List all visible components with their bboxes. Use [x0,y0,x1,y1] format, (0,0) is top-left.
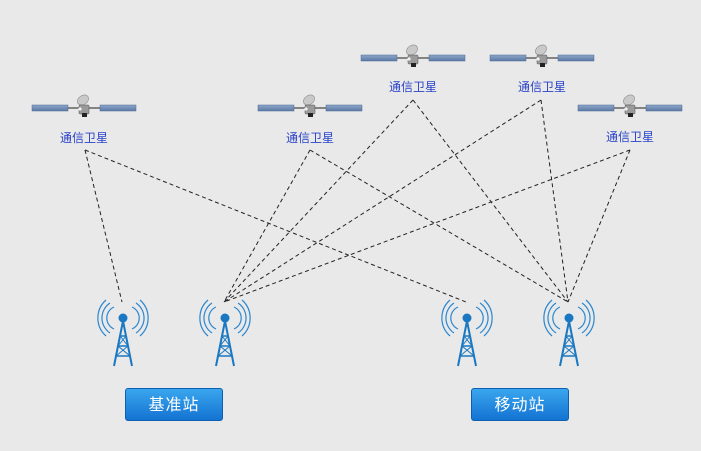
link-line [84,149,123,303]
link-line [223,149,311,303]
satellite-label: 通信卫星 [60,131,108,145]
satellite-4: 通信卫星 [489,42,595,94]
antenna-tower-icon [542,299,596,367]
link-line [309,149,569,303]
satellite-1: 通信卫星 [31,92,137,145]
satellite-icon [360,42,466,68]
satellite-2: 通信卫星 [257,92,363,145]
link-line [540,99,569,303]
satellite-icon [577,92,683,118]
satellite-label: 通信卫星 [389,80,437,94]
antenna-tower-icon [440,299,494,367]
antenna-tower-icon [96,299,150,367]
link-line [84,149,467,303]
satellite-icon [489,42,595,68]
link-lines [84,99,631,303]
satellite-label: 通信卫星 [286,131,334,145]
link-line [223,149,631,303]
satellite-label: 通信卫星 [518,80,566,94]
mobile-station-button[interactable]: 移动站 [471,388,569,421]
link-line [412,99,569,303]
link-line [567,149,631,303]
antenna-tower-icon [198,299,252,367]
base-station-button[interactable]: 基准站 [125,388,223,421]
satellite-icon [257,92,363,118]
satellite-5: 通信卫星 [577,92,683,144]
satellite-3: 通信卫星 [360,42,466,94]
satellite-icon [31,92,137,118]
link-line [223,99,542,303]
satellite-label: 通信卫星 [606,130,654,144]
